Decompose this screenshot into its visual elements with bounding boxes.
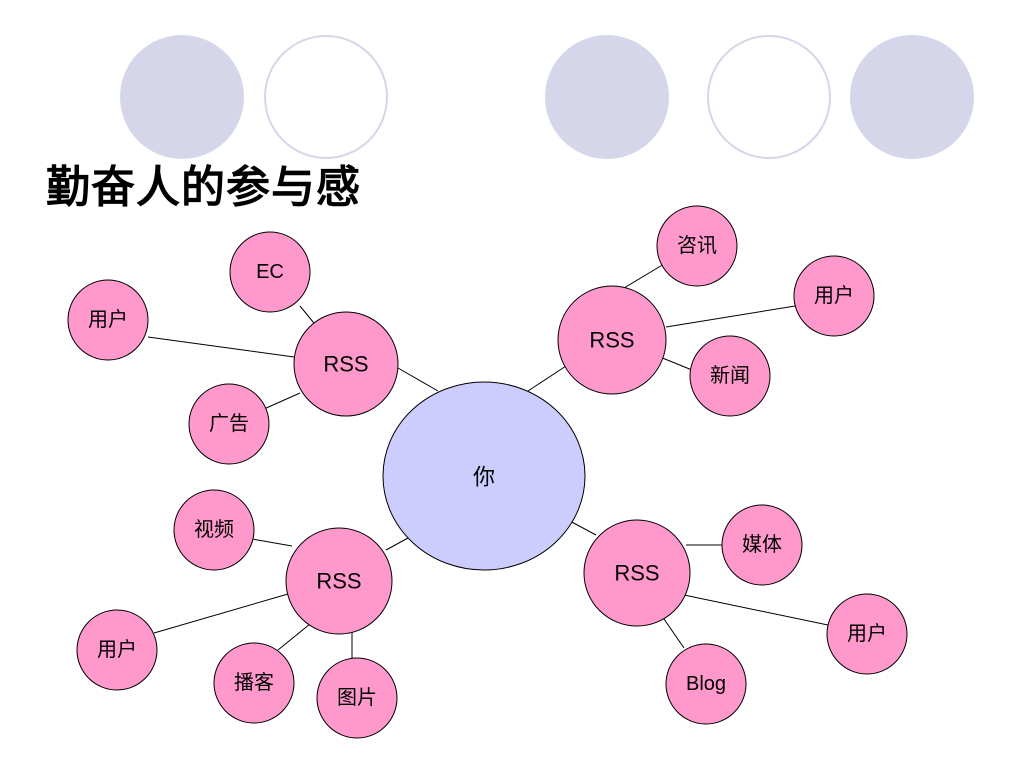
cluster-2: RSS 咨讯 用户 新闻 <box>557 205 875 417</box>
connector-hub-2-news <box>659 356 693 371</box>
leaf-node-1-3-label: 广告 <box>209 412 249 435</box>
leaf-node-3-4 <box>316 657 398 739</box>
leaf-node-4-2 <box>826 593 908 675</box>
decorative-circle-filled-3 <box>850 35 974 159</box>
cluster-3: RSS 视频 用户 播客 图片 <box>76 489 398 739</box>
leaf-node-1-1 <box>229 231 311 313</box>
leaf-node-3-3-label: 播客 <box>234 671 274 694</box>
leaf-node-3-3 <box>213 642 295 724</box>
connector-hub-4-blog <box>663 618 685 649</box>
hub-node-4-label: RSS <box>614 561 659 586</box>
connector-hub-3-podcast <box>277 623 311 651</box>
center-node: 你 <box>382 381 586 571</box>
leaf-node-2-2 <box>793 255 875 337</box>
decorative-circle-hollow-1 <box>264 35 388 159</box>
hub-node-1 <box>293 311 399 417</box>
connector-hub-3-video <box>251 538 293 547</box>
leaf-node-1-2-label: 用户 <box>88 308 128 331</box>
connector-center-hub-1 <box>397 367 439 392</box>
connector-hub-2-user <box>665 305 796 328</box>
leaf-node-2-1 <box>656 205 738 287</box>
connector-hub-4-user <box>683 594 829 626</box>
decorative-circle-filled-2 <box>545 35 669 159</box>
leaf-node-2-2-label: 用户 <box>814 284 854 307</box>
leaf-node-1-1-label: EC <box>256 261 284 283</box>
hub-node-4 <box>583 519 691 627</box>
leaf-node-4-1 <box>721 504 803 586</box>
leaf-node-2-1-label: 咨讯 <box>677 234 717 257</box>
connector-hub-1-ad <box>263 392 301 410</box>
leaf-node-2-3 <box>689 335 771 417</box>
leaf-node-4-3 <box>665 643 747 725</box>
leaf-node-4-3-label: Blog <box>686 673 726 695</box>
hub-node-1-label: RSS <box>323 352 368 377</box>
connector-hub-2-news-info <box>623 263 665 289</box>
leaf-node-3-2 <box>76 609 158 691</box>
hub-node-3-label: RSS <box>316 569 361 594</box>
leaf-node-4-2-label: 用户 <box>847 622 887 645</box>
hub-node-2-label: RSS <box>589 328 634 353</box>
leaf-node-3-4-label: 图片 <box>337 686 377 709</box>
cluster-4: RSS 媒体 用户 Blog <box>583 504 908 725</box>
connector-hub-1-user <box>147 336 295 358</box>
decorative-circle-filled-1 <box>120 35 244 159</box>
connector-center-hub-4 <box>567 519 597 536</box>
leaf-node-4-1-label: 媒体 <box>742 533 782 556</box>
connector-center-hub-3 <box>385 537 409 551</box>
center-node-label: 你 <box>473 465 495 490</box>
leaf-node-1-2 <box>67 279 149 361</box>
leaf-node-3-2-label: 用户 <box>97 638 137 661</box>
leaf-node-3-1-label: 视频 <box>194 518 234 541</box>
connector-hub-3-user <box>153 593 289 634</box>
leaf-node-2-3-label: 新闻 <box>710 364 750 387</box>
hub-node-2 <box>557 285 667 395</box>
hub-node-3 <box>285 527 393 635</box>
decorative-circle-hollow-2 <box>707 35 831 159</box>
center-node-shape <box>382 381 586 571</box>
slide-title: 勤奋人的参与感 <box>46 162 361 213</box>
connector-center-hub-2 <box>527 365 567 392</box>
cluster-1: RSS EC 用户 广告 <box>67 231 399 465</box>
leaf-node-3-1 <box>173 489 255 571</box>
leaf-node-1-3 <box>188 383 270 465</box>
